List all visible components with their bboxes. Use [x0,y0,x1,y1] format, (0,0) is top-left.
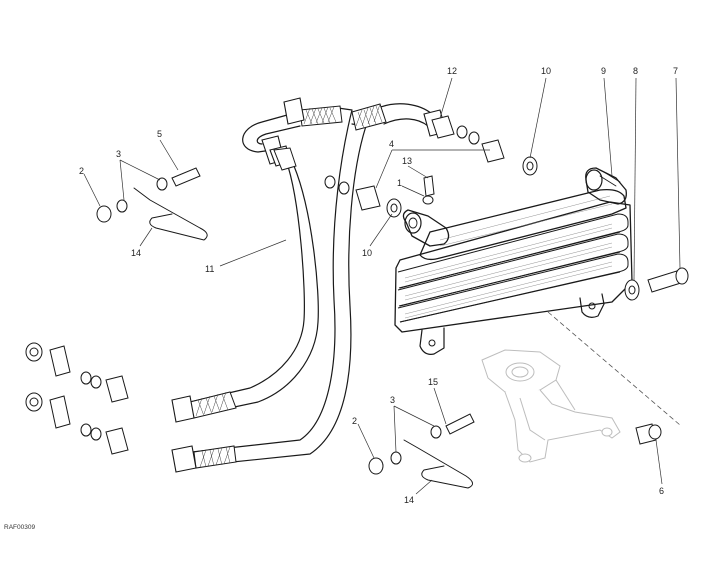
clip-set-upper [96,167,208,241]
callout-3: 3 [116,149,121,159]
callout-2: 2 [352,416,357,426]
callout-4: 4 [389,139,394,149]
callout-7: 7 [673,66,678,76]
callout-12: 12 [447,66,457,76]
drawing-code: RAF00309 [4,524,35,531]
callout-1: 1 [397,178,402,188]
callout-11: 11 [205,264,214,274]
callout-10: 10 [541,66,551,76]
frame-bracket-ghost [481,349,621,463]
oil-cooler-radiator [394,167,633,355]
callout-labels: 12 10 9 8 7 5 3 2 14 4 13 1 10 11 15 3 2… [79,66,678,505]
callout-9: 9 [601,66,606,76]
clip-set-lower [368,413,475,489]
callout-3: 3 [390,395,395,405]
callout-8: 8 [633,66,638,76]
oil-hoses [171,97,447,473]
fittings-and-washers [25,115,689,455]
callout-10: 10 [362,248,372,258]
callout-leader-lines [83,77,681,495]
alignment-dashed-line [547,311,681,426]
callout-14: 14 [131,248,141,258]
callout-13: 13 [402,156,412,166]
callout-5: 5 [157,129,162,139]
callout-6: 6 [659,486,664,496]
callout-2: 2 [79,166,84,176]
callout-15: 15 [428,377,438,387]
callout-14: 14 [404,495,414,505]
